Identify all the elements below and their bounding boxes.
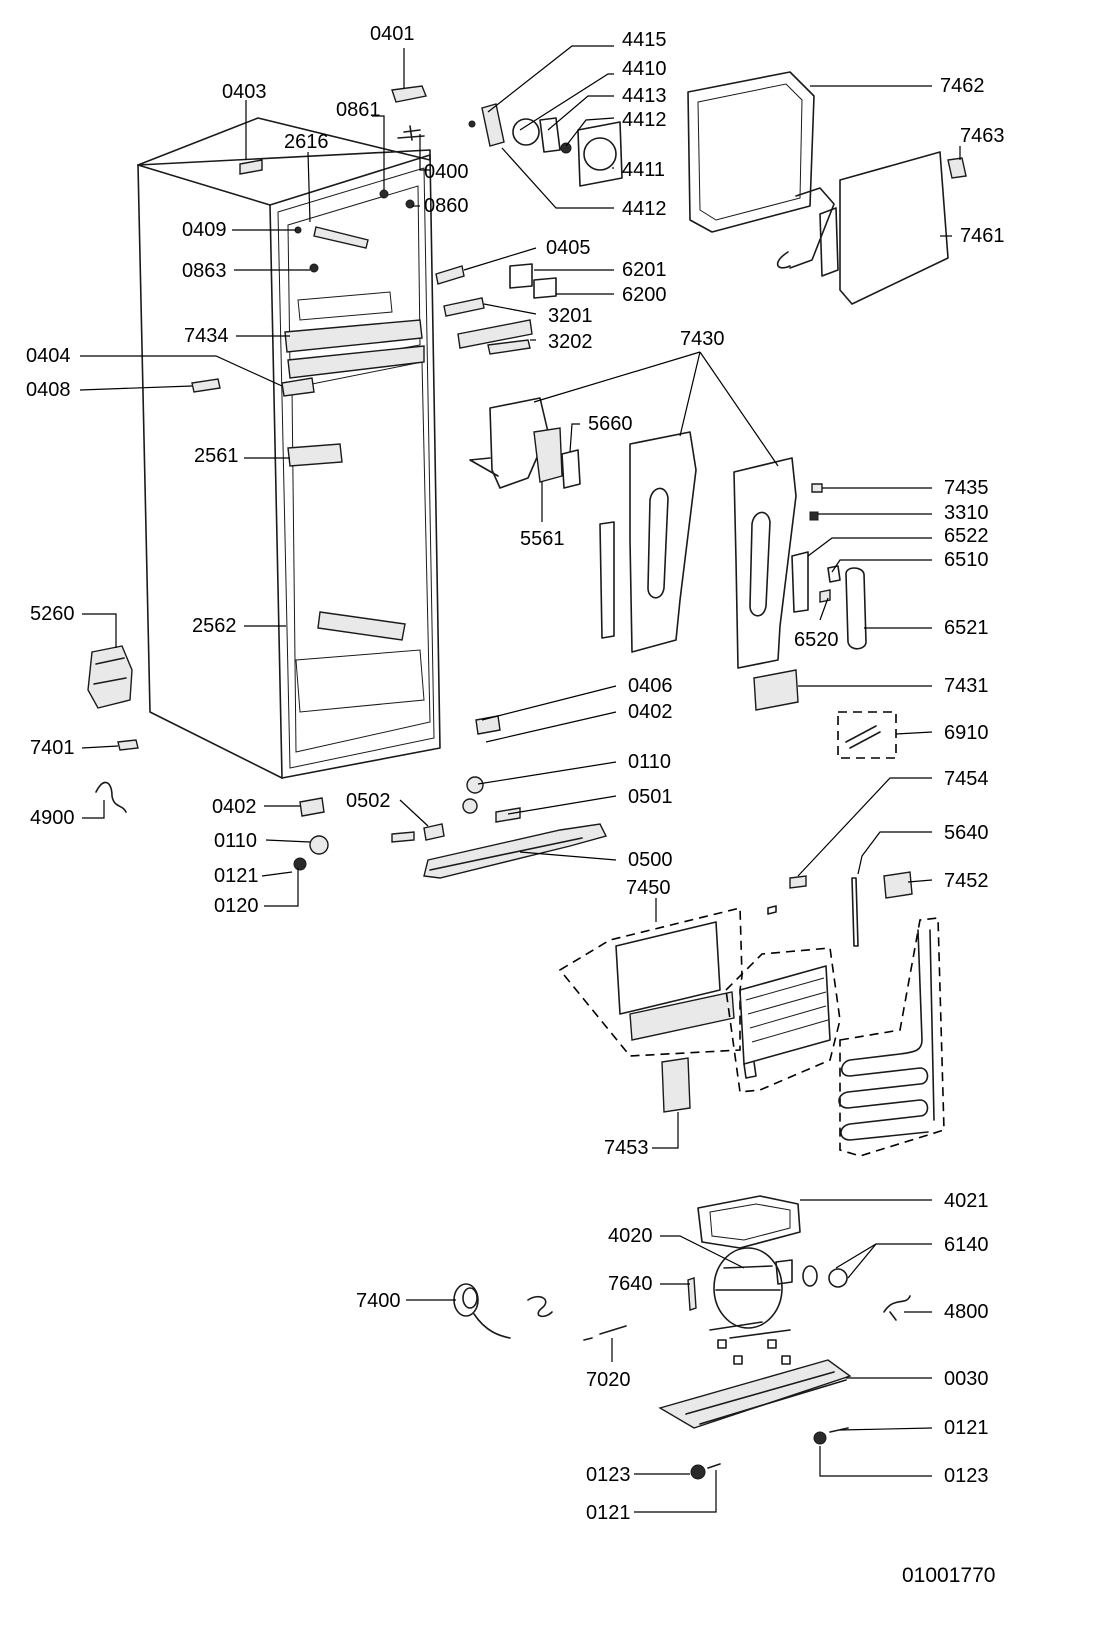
label-5640: 5640 — [944, 822, 989, 844]
part-labels: 0401 4415 4410 4413 4412 4411 4412 7462 … — [26, 23, 1005, 1587]
part-7401 — [117, 739, 139, 751]
bottom-hinge-parts — [293, 715, 608, 879]
label-0030: 0030 — [944, 1368, 989, 1390]
cable-4900 — [95, 781, 127, 813]
label-0120: 0120 — [214, 895, 259, 917]
label-4020: 4020 — [608, 1225, 653, 1247]
label-7463: 7463 — [960, 125, 1005, 147]
control-parts — [435, 263, 557, 355]
label-4800: 4800 — [944, 1301, 989, 1323]
fan-assembly — [468, 103, 623, 187]
label-6522: 6522 — [944, 525, 989, 547]
label-6200: 6200 — [622, 284, 667, 306]
label-7453: 7453 — [604, 1137, 649, 1159]
label-0500: 0500 — [628, 849, 673, 871]
label-7452: 7452 — [944, 870, 989, 892]
label-6521: 6521 — [944, 617, 989, 639]
label-7020: 7020 — [586, 1369, 631, 1391]
label-6201: 6201 — [622, 259, 667, 281]
label-7450: 7450 — [626, 877, 671, 899]
label-4415: 4415 — [622, 29, 667, 51]
label-0404: 0404 — [26, 345, 71, 367]
label-3201: 3201 — [548, 305, 593, 327]
air-duct-assembly — [469, 397, 797, 669]
evaporator-coil — [739, 965, 831, 1079]
label-4410: 4410 — [622, 58, 667, 80]
label-7431: 7431 — [944, 675, 989, 697]
label-0409: 0409 — [182, 219, 227, 241]
label-0123: 0123 — [944, 1465, 989, 1487]
label-3202: 3202 — [548, 331, 593, 353]
group-box-6910 — [837, 711, 897, 759]
group-box-evaporator — [725, 947, 841, 1093]
label-5561: 5561 — [520, 528, 565, 550]
label-0501: 0501 — [628, 786, 673, 808]
label-7462: 7462 — [940, 75, 985, 97]
label-0402: 0402 — [628, 701, 673, 723]
label-7454: 7454 — [944, 768, 989, 790]
label-6140: 6140 — [944, 1234, 989, 1256]
foot-right — [813, 1431, 827, 1445]
label-0502: 0502 — [346, 790, 391, 812]
label-2616: 2616 — [284, 131, 329, 153]
label-6510: 6510 — [944, 549, 989, 571]
label-2561: 2561 — [194, 445, 239, 467]
label-2562: 2562 — [192, 615, 237, 637]
condenser-tube — [838, 929, 935, 1141]
hinge-bracket — [191, 378, 221, 393]
label-7400: 7400 — [356, 1290, 401, 1312]
label-4412: 4412 — [622, 198, 667, 220]
label-0860: 0860 — [424, 195, 469, 217]
label-0402: 0402 — [212, 796, 257, 818]
label-0406: 0406 — [628, 675, 673, 697]
label-6910: 6910 — [944, 722, 989, 744]
light-parts — [753, 483, 867, 711]
label-0861: 0861 — [336, 99, 381, 121]
evaporator-panel — [615, 921, 735, 1041]
label-7461: 7461 — [960, 225, 1005, 247]
label-0110: 0110 — [628, 751, 671, 773]
label-0110: 0110 — [214, 830, 257, 852]
label-4411: 4411 — [622, 159, 665, 181]
label-0121: 0121 — [944, 1417, 989, 1439]
label-4900: 4900 — [30, 807, 75, 829]
label-7434: 7434 — [184, 325, 229, 347]
label-4021: 4021 — [944, 1190, 989, 1212]
label-0121: 0121 — [586, 1502, 631, 1524]
label-0121: 0121 — [214, 865, 259, 887]
label-7430: 7430 — [680, 328, 725, 350]
label-4413: 4413 — [622, 85, 667, 107]
compressor-assembly — [583, 1195, 911, 1429]
label-7401: 7401 — [30, 737, 75, 759]
label-0863: 0863 — [182, 260, 227, 282]
label-0408: 0408 — [26, 379, 71, 401]
label-3310: 3310 — [944, 502, 989, 524]
leader-lines — [79, 45, 961, 1513]
evaporator-cover — [687, 71, 967, 305]
label-6520: 6520 — [794, 629, 839, 651]
label-4412: 4412 — [622, 109, 667, 131]
group-box-condenser — [839, 917, 945, 1157]
label-0123: 0123 — [586, 1464, 631, 1486]
label-0400: 0400 — [424, 161, 469, 183]
evaporator-small-parts — [661, 871, 913, 1113]
label-0405: 0405 — [546, 237, 591, 259]
part-5260 — [87, 645, 133, 709]
label-7640: 7640 — [608, 1273, 653, 1295]
label-5660: 5660 — [588, 413, 633, 435]
coil-7400 — [453, 1283, 553, 1339]
group-box-7450 — [558, 906, 743, 1057]
refrigerator-cabinet — [137, 117, 441, 779]
label-0403: 0403 — [222, 81, 267, 103]
label-5260: 5260 — [30, 603, 75, 625]
document-number: 01001770 — [902, 1564, 995, 1587]
foot-left — [690, 1464, 706, 1480]
label-0401: 0401 — [370, 23, 415, 45]
label-7435: 7435 — [944, 477, 989, 499]
